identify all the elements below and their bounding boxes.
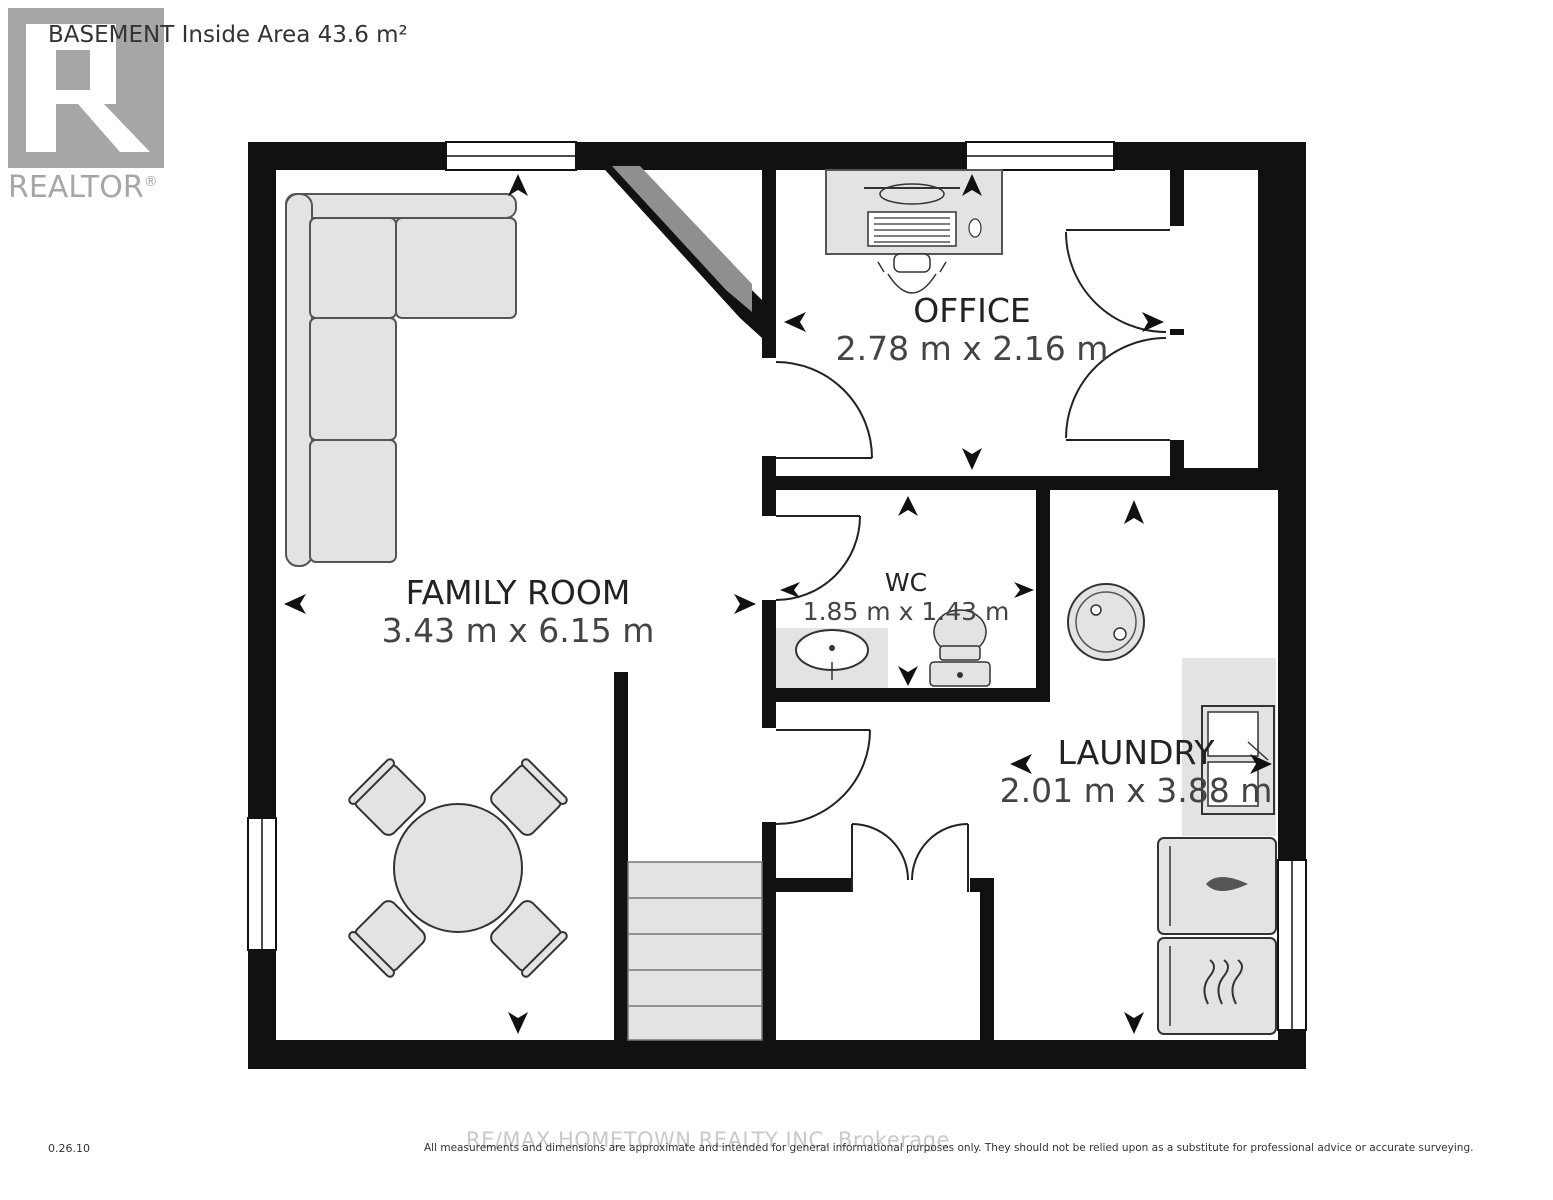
laundry-name: LAUNDRY <box>1058 733 1216 772</box>
washer <box>1157 837 1277 935</box>
fireplace <box>596 160 762 338</box>
dining-table-set <box>348 758 568 978</box>
water-heater <box>1067 583 1145 661</box>
office-dims: 2.78 m x 2.16 m <box>836 329 1109 368</box>
realtor-wordmark: REALTOR® <box>8 170 158 205</box>
family-room-dims: 3.43 m x 6.15 m <box>382 611 655 650</box>
staircase <box>627 861 763 1041</box>
dryer <box>1157 937 1277 1035</box>
wc-name: WC <box>885 568 927 597</box>
doors <box>775 229 1184 892</box>
realtor-logo <box>8 8 180 208</box>
page-title: BASEMENT Inside Area 43.6 m² <box>48 22 408 48</box>
office-name: OFFICE <box>913 291 1031 330</box>
wc-dims: 1.85 m x 1.43 m <box>803 597 1010 626</box>
laundry-dims: 2.01 m x 3.88 m <box>1000 771 1273 810</box>
closet-space <box>776 892 980 1040</box>
version-label: 0.26.10 <box>48 1142 90 1155</box>
disclaimer-text: All measurements and dimensions are appr… <box>424 1142 1474 1154</box>
family-room-name: FAMILY ROOM <box>406 573 631 612</box>
windows <box>247 141 1307 1031</box>
wc-fixtures <box>776 609 991 688</box>
brokerage-watermark: RE/MAX HOMETOWN REALTY INC. Brokerage <box>466 1128 950 1152</box>
dimension-arrows <box>284 174 1272 1034</box>
interior-walls <box>614 160 1286 1048</box>
sectional-sofa <box>285 193 517 567</box>
